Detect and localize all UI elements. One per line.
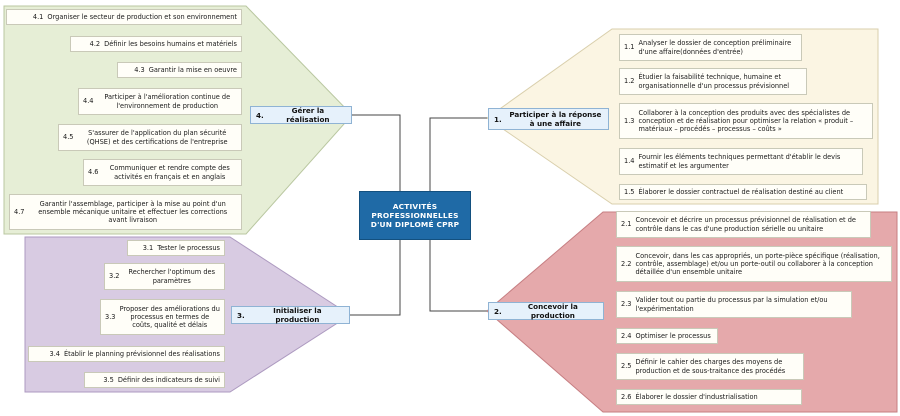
hub-label: Participer à la réponse à une affaire: [509, 110, 602, 128]
hub-number: 2.: [494, 306, 502, 316]
connector-b4: [352, 114, 401, 191]
hub-number: 4.: [256, 110, 264, 120]
hub-gerer-realisation[interactable]: 4. Gérer la réalisation: [250, 106, 352, 124]
connector-b1: [429, 117, 487, 191]
hub-concevoir-production[interactable]: 2. Concevoir la production: [488, 302, 604, 320]
connector-b2: [429, 240, 487, 312]
central-topic-line3: D'UN DIPLOMÉ CPRP: [370, 220, 460, 229]
hub-number: 3.: [237, 310, 245, 320]
central-topic-line2: PROFESSIONNELLES: [371, 211, 459, 220]
hub-label: Concevoir la production: [527, 302, 578, 320]
central-topic-line1: ACTIVITÉS: [392, 202, 438, 211]
hub-number: 1.: [494, 114, 502, 124]
central-topic[interactable]: ACTIVITÉS PROFESSIONNELLES D'UN DIPLOMÉ …: [359, 191, 471, 240]
hub-initialiser-production[interactable]: 3. Initialiser la production: [231, 306, 350, 324]
hub-label: Gérer la réalisation: [286, 106, 330, 124]
hub-label: Initialiser la production: [273, 306, 322, 324]
connector-b3: [350, 240, 401, 316]
hub-participer-affaire[interactable]: 1. Participer à la réponse à une affaire: [488, 108, 609, 130]
